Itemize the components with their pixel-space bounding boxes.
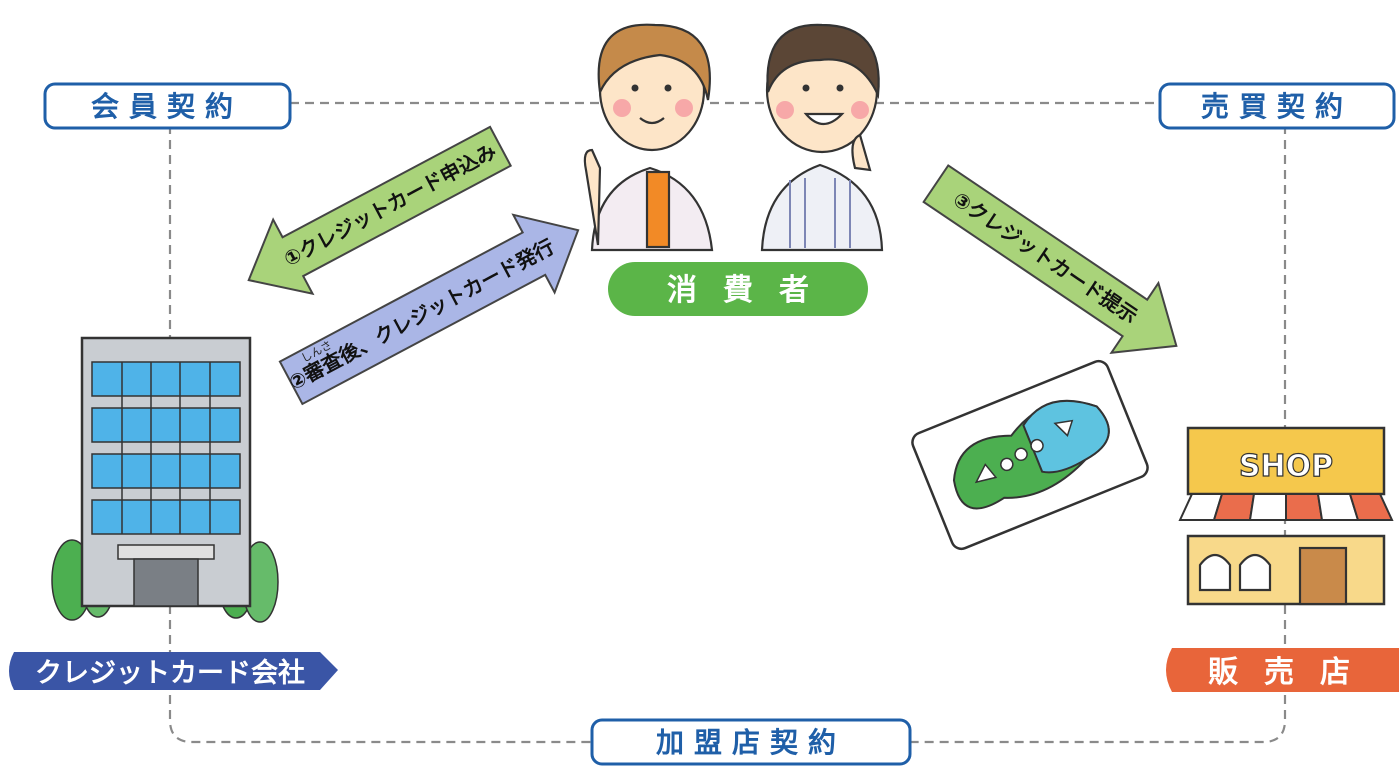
store-label: 販売店 bbox=[1208, 655, 1376, 690]
store-tag: 販売店 bbox=[1166, 648, 1399, 692]
card-company-label: クレジットカード会社 bbox=[35, 657, 305, 689]
shop-sign: SHOP bbox=[1239, 449, 1333, 484]
consumer-label: 消費者 bbox=[667, 273, 835, 308]
contract-lines bbox=[168, 101, 1287, 744]
merchant-contract-label: 加盟店契約 bbox=[656, 726, 846, 759]
membership-contract-box: 会員契約 bbox=[43, 82, 292, 130]
present-step-label: ③クレジットカード提示 bbox=[949, 187, 1142, 328]
consumer-couple-icon bbox=[583, 23, 884, 252]
credit-card-icon bbox=[911, 359, 1149, 551]
office-building-icon bbox=[51, 336, 279, 623]
membership-contract-label: 会員契約 bbox=[91, 90, 243, 123]
sales-contract-box: 売買契約 bbox=[1158, 82, 1396, 130]
merchant-contract-box: 加盟店契約 bbox=[590, 718, 912, 766]
arrow-present: ③クレジットカード提示 bbox=[922, 164, 1178, 354]
sales-contract-label: 売買契約 bbox=[1201, 90, 1353, 123]
apply-step-label: ①クレジットカード申込み bbox=[280, 139, 500, 271]
card-company-tag: クレジットカード会社 bbox=[9, 652, 338, 690]
consumer-pill: 消費者 bbox=[608, 262, 868, 316]
shop-icon: SHOP bbox=[1178, 426, 1394, 606]
